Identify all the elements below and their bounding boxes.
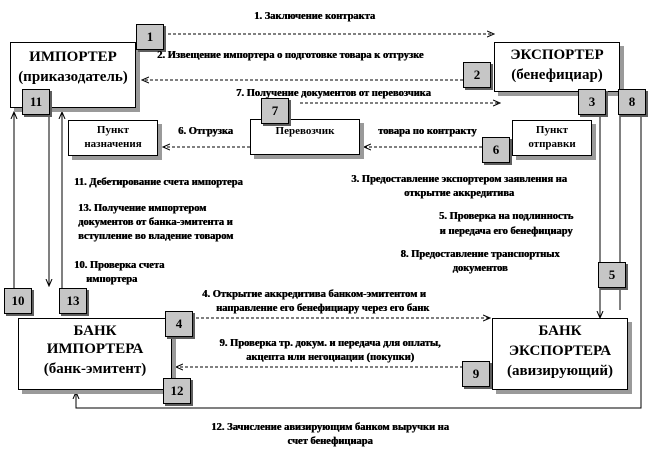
step-1-label: 1. Заключение контракта	[254, 11, 375, 22]
step-7-label: 7. Получение документов от перевозчика	[236, 88, 431, 99]
step-11-label: 11. Дебетирование счета импортера	[74, 177, 243, 188]
step-4-label-line1: 4. Открытие аккредитива банком-эмитентом…	[202, 289, 426, 300]
step-2-label: 2. Извещение импортера о подготовке това…	[157, 50, 424, 61]
exporter-bank-line1: БАНК	[538, 323, 582, 339]
exporter-bank-line2: ЭКСПОРТЕРА	[508, 343, 612, 359]
step-4-label-line2: направление его бенефициару через его ба…	[216, 303, 430, 314]
departure-subtitle: отправки	[528, 138, 576, 150]
step-3-label-line2: открытие аккредитива	[403, 188, 515, 199]
step-13-label-line1: 13. Получение импортером	[78, 203, 207, 214]
step-5-label-line2: и передача его бенефициару	[439, 226, 573, 237]
departure-box: Пункт отправки	[512, 120, 592, 156]
step-badge-5: 5	[598, 262, 626, 288]
step-6-label: 6. Отгрузка	[178, 126, 233, 137]
step-badge-3: 3	[578, 89, 606, 115]
importer-subtitle: (приказодатель)	[18, 69, 128, 85]
step-badge-6: 6	[482, 137, 510, 163]
step-badge-9: 9	[462, 361, 490, 387]
step-12-label-line1: 12. Зачисление авизирующим банком выручк…	[211, 422, 449, 433]
exporter-bank-box: БАНК ЭКСПОРТЕРА (авизирующий)	[492, 318, 628, 390]
importer-box: ИМПОРТЕР (приказодатель)	[10, 42, 136, 108]
step-10-label-line2: импортера	[86, 274, 138, 285]
step-badge-8: 8	[618, 89, 646, 115]
step-10-label-line1: 10. Проверка счета	[74, 260, 165, 271]
step-8-label-line2: документов	[452, 263, 508, 274]
step-badge-1: 1	[136, 24, 164, 50]
step-13-label-line2: документов от банка-эмитента и	[78, 217, 233, 228]
step-9-label-line2: акцепта или негоциации (покупки)	[245, 352, 415, 363]
step-6b-label: товара по контракту	[378, 126, 477, 137]
importer-bank-line2: ИМПОРТЕРА	[46, 341, 144, 357]
exporter-box: ЭКСПОРТЕР (бенефициар)	[494, 42, 620, 92]
step-badge-11: 11	[22, 89, 50, 115]
step-badge-12: 12	[163, 378, 191, 404]
exporter-title: ЭКСПОРТЕР	[510, 47, 604, 63]
exporter-subtitle: (бенефициар)	[511, 67, 603, 83]
importer-bank-box: БАНК ИМПОРТЕРА (банк-эмитент)	[18, 318, 172, 390]
step-3-label-line1: 3. Предоставление экспортером заявления …	[351, 174, 567, 185]
step-badge-10: 10	[4, 288, 32, 314]
step-9-label-line1: 9. Проверка тр. докум. и передача для оп…	[219, 338, 441, 349]
step-5-label-line1: 5. Проверка на подлинность	[438, 211, 574, 222]
step-12-label-line2: счет бенефициара	[287, 436, 373, 447]
exporter-bank-line3: (авизирующий)	[507, 363, 613, 379]
carrier-title: Перевозчик	[275, 125, 335, 137]
importer-bank-line3: (банк-эмитент)	[43, 361, 147, 377]
departure-title: Пункт	[535, 124, 569, 136]
step-badge-2: 2	[463, 62, 491, 88]
importer-bank-line1: БАНК	[73, 323, 117, 339]
step-badge-7: 7	[261, 98, 289, 124]
step-badge-4: 4	[165, 311, 193, 337]
step-8-label-line1: 8. Предоставление транспортных	[400, 249, 560, 260]
step-13-label-line3: вступление во владение товаром	[78, 231, 234, 242]
destination-subtitle: назначения	[84, 138, 142, 150]
importer-title: ИМПОРТЕР	[29, 49, 117, 65]
step-badge-13: 13	[59, 288, 87, 314]
destination-box: Пункт назначения	[68, 120, 158, 156]
carrier-box: Перевозчик	[250, 119, 360, 155]
destination-title: Пункт	[96, 124, 130, 136]
